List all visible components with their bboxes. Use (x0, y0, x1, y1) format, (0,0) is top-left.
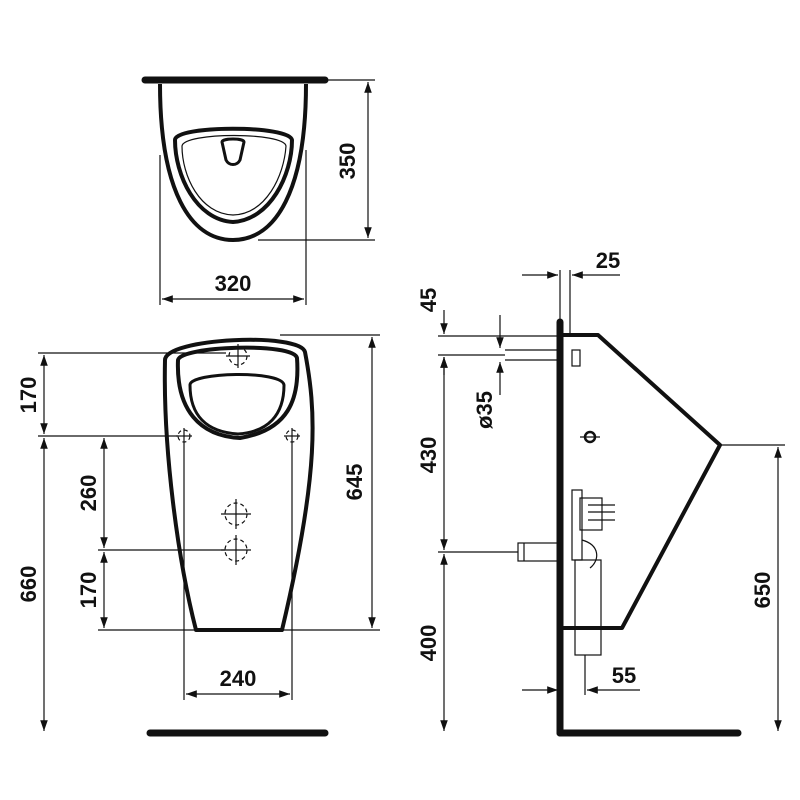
top-view-bowl-outline (158, 83, 308, 242)
side-view-diameter-label: ø35 (472, 391, 497, 429)
front-view-inner-opening (175, 345, 300, 440)
side-view-wall-offset-label: 25 (596, 248, 620, 273)
side-view-top-label: 45 (416, 288, 441, 312)
front-view-middle-label: 260 (76, 475, 101, 512)
side-view: 25 45 ø35 430 400 650 55 (416, 248, 785, 737)
top-view-inner-rim (181, 134, 287, 216)
front-view-fixing-hole-right-icon (284, 428, 300, 444)
top-view: 320 350 (141, 76, 375, 305)
top-view-inner-basin (173, 126, 294, 224)
front-view-bowl (188, 373, 286, 436)
front-view-inlet-hole-icon (226, 344, 250, 368)
front-view-lower-outlet-hole-icon (221, 535, 251, 565)
front-view-body-outline (162, 337, 315, 632)
front-view-upper-outlet-hole-icon (221, 499, 251, 529)
side-view-outlet-height-label: 650 (750, 572, 775, 609)
top-view-depth-label: 350 (335, 143, 360, 180)
side-view-outlet-siphon (517, 489, 615, 656)
side-view-middle-label: 430 (416, 437, 441, 474)
front-view-fixing-hole-left-icon (176, 428, 192, 444)
front-view-body-height-label: 645 (342, 464, 367, 501)
front-view-lower-label: 170 (76, 572, 101, 609)
side-view-inlet-connector (571, 349, 581, 367)
side-view-bottom-label: 400 (416, 625, 441, 662)
front-view: 170 660 260 170 645 240 (16, 334, 380, 737)
front-view-total-label: 660 (16, 566, 41, 603)
top-view-drain-icon (220, 137, 246, 166)
front-view-upper-label: 170 (16, 377, 41, 414)
side-view-body-outline (562, 333, 722, 630)
side-view-fixing-hole-icon (580, 430, 600, 444)
front-view-hole-spacing-label: 240 (220, 666, 257, 691)
top-view-width-label: 320 (215, 271, 252, 296)
side-view-outlet-offset-label: 55 (612, 663, 636, 688)
